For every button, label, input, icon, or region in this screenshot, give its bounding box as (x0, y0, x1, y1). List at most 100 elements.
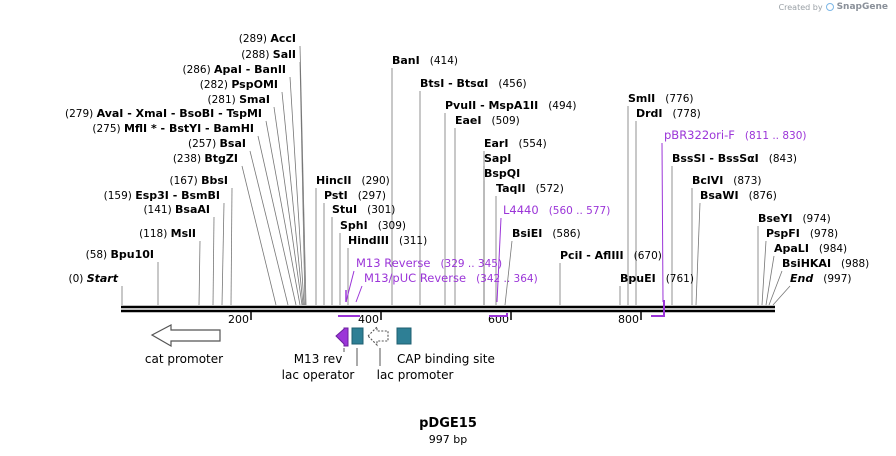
site-label[interactable]: EarI (554) (484, 137, 547, 150)
primer-label[interactable]: pBR322ori-F(811 .. 830) (664, 128, 807, 142)
site-label[interactable]: DrdI(778) (636, 107, 701, 120)
site-label[interactable]: (0) Start (68, 272, 118, 285)
site-label[interactable]: SphI (309) (340, 219, 406, 232)
site-position: (984) (819, 243, 847, 255)
site-label[interactable]: SmlI(776) (628, 92, 693, 105)
cap-binding-site-box[interactable] (396, 327, 412, 345)
site-position: (297) (358, 190, 386, 202)
primer-label[interactable]: M13/pUC Reverse(342 .. 364) (364, 271, 538, 285)
site-label[interactable]: EaeI(509) (455, 114, 520, 127)
site-label[interactable]: (281) SmaI (208, 93, 270, 106)
leader-line (768, 270, 783, 306)
site-label[interactable]: BsiHKAI (988) (782, 257, 869, 270)
site-name: SphI (340, 219, 368, 232)
ruler-tick-label: 400 (358, 313, 379, 326)
site-position: (843) (769, 153, 797, 165)
primer-leader-line (496, 217, 502, 303)
site-name: MslI (171, 227, 196, 240)
site-position: (289) (239, 33, 271, 45)
site-label[interactable]: BanI(414) (392, 54, 458, 67)
site-label[interactable]: (275) MflI * - BstYI - BamHI (92, 122, 254, 135)
primer-label[interactable]: L4440(560 .. 577) (503, 203, 610, 217)
site-label[interactable]: (159) Esp3I - BsmBI (104, 189, 220, 202)
site-name: ApaI - BanII (214, 63, 286, 76)
site-label[interactable]: (238) BtgZI (173, 152, 238, 165)
site-label[interactable]: PciI - AflIII(670) (560, 249, 662, 262)
primer-range: (560 .. 577) (549, 205, 611, 217)
site-position: (988) (841, 258, 869, 270)
site-label[interactable]: PspFI(978) (766, 227, 838, 240)
site-label[interactable]: ApaLI(984) (774, 242, 847, 255)
site-name: PciI - AflIII (560, 249, 624, 262)
site-name: BspQI (484, 167, 520, 180)
dna-backbone (121, 305, 775, 313)
site-position: (118) (139, 228, 171, 240)
site-label[interactable]: BspQI (484, 167, 520, 180)
site-label[interactable]: (282) PspOMI (200, 78, 278, 91)
site-position: (279) (65, 108, 97, 120)
site-label[interactable]: (118) MslI (139, 227, 196, 240)
leader-line (249, 150, 289, 306)
site-label[interactable]: BtsI - BtsαI(456) (420, 77, 527, 90)
site-label[interactable]: (167) BbsI (170, 174, 228, 187)
site-label[interactable]: BsaWI(876) (700, 189, 777, 202)
site-label[interactable]: HindIII(311) (348, 234, 427, 247)
site-label[interactable]: PstI(297) (324, 189, 386, 202)
site-position: (309) (378, 220, 406, 232)
m13-rev-label: M13 rev (294, 352, 343, 366)
lac-operator-box[interactable] (351, 327, 364, 345)
site-label[interactable]: (141) BsaAI (143, 203, 210, 216)
site-label[interactable]: BclVI(873) (692, 174, 762, 187)
site-label[interactable]: (58) Bpu10I (86, 248, 154, 261)
site-label[interactable]: BsiEI (586) (512, 227, 581, 240)
site-name: BssSI - BssSαI (672, 152, 759, 165)
site-name: End (790, 272, 813, 285)
site-label[interactable]: (279) AvaI - XmaI - BsoBI - TspMI (65, 107, 262, 120)
primer-range: (811 .. 830) (745, 130, 807, 142)
leader-line (265, 120, 301, 306)
site-position: (974) (802, 213, 830, 225)
site-label[interactable]: PvuII - MspA1II(494) (445, 99, 576, 112)
primer-range: (342 .. 364) (476, 273, 538, 285)
lac-operator-label: lac operator (282, 368, 355, 382)
site-name: Esp3I - BsmBI (135, 189, 220, 202)
site-position: (286) (182, 64, 214, 76)
site-label[interactable]: StuI(301) (332, 203, 395, 216)
site-name: EaeI (455, 114, 482, 127)
site-label[interactable]: (289) AccI (239, 32, 296, 45)
site-position: (778) (673, 108, 701, 120)
site-position: (311) (399, 235, 427, 247)
primer-annotations: M13 Reverse(329 .. 345)M13/pUC Reverse(3… (345, 128, 807, 303)
site-name: BseYI (758, 212, 792, 225)
site-name: SapI (484, 152, 511, 165)
site-label[interactable]: TaqII(572) (496, 182, 564, 195)
m13-rev-feature[interactable] (335, 327, 349, 347)
lac-promoter-label: lac promoter (377, 368, 454, 382)
site-label[interactable]: SapI (484, 152, 511, 165)
leader-lines (121, 45, 791, 306)
site-name: BtgZI (204, 152, 238, 165)
site-label[interactable]: BpuEI(761) (620, 272, 694, 285)
site-name: BclVI (692, 174, 723, 187)
site-label[interactable]: (286) ApaI - BanII (182, 63, 286, 76)
site-label[interactable]: HincII(290) (316, 174, 390, 187)
site-name: BsiEI (512, 227, 542, 240)
ruler-tick-label: 200 (228, 313, 249, 326)
site-position: (554) (518, 138, 546, 150)
primer-label[interactable]: M13 Reverse(329 .. 345) (356, 256, 502, 270)
site-label[interactable]: End(997) (790, 272, 851, 285)
site-label[interactable]: BseYI (974) (758, 212, 831, 225)
site-label[interactable]: BssSI - BssSαI (843) (672, 152, 797, 165)
site-position: (586) (552, 228, 580, 240)
cat-promoter-arrow[interactable] (150, 324, 221, 348)
leader-line (299, 61, 306, 306)
site-name: AccI (270, 32, 296, 45)
site-name: BsiHKAI (782, 257, 831, 270)
site-label[interactable]: (257) BsaI (188, 137, 246, 150)
lac-promoter-arrow[interactable] (367, 325, 389, 347)
snapgene-logo-icon (825, 3, 834, 11)
primer-leader-line (345, 270, 355, 303)
site-label[interactable]: (288) SalI (241, 48, 296, 61)
site-name: EarI (484, 137, 508, 150)
